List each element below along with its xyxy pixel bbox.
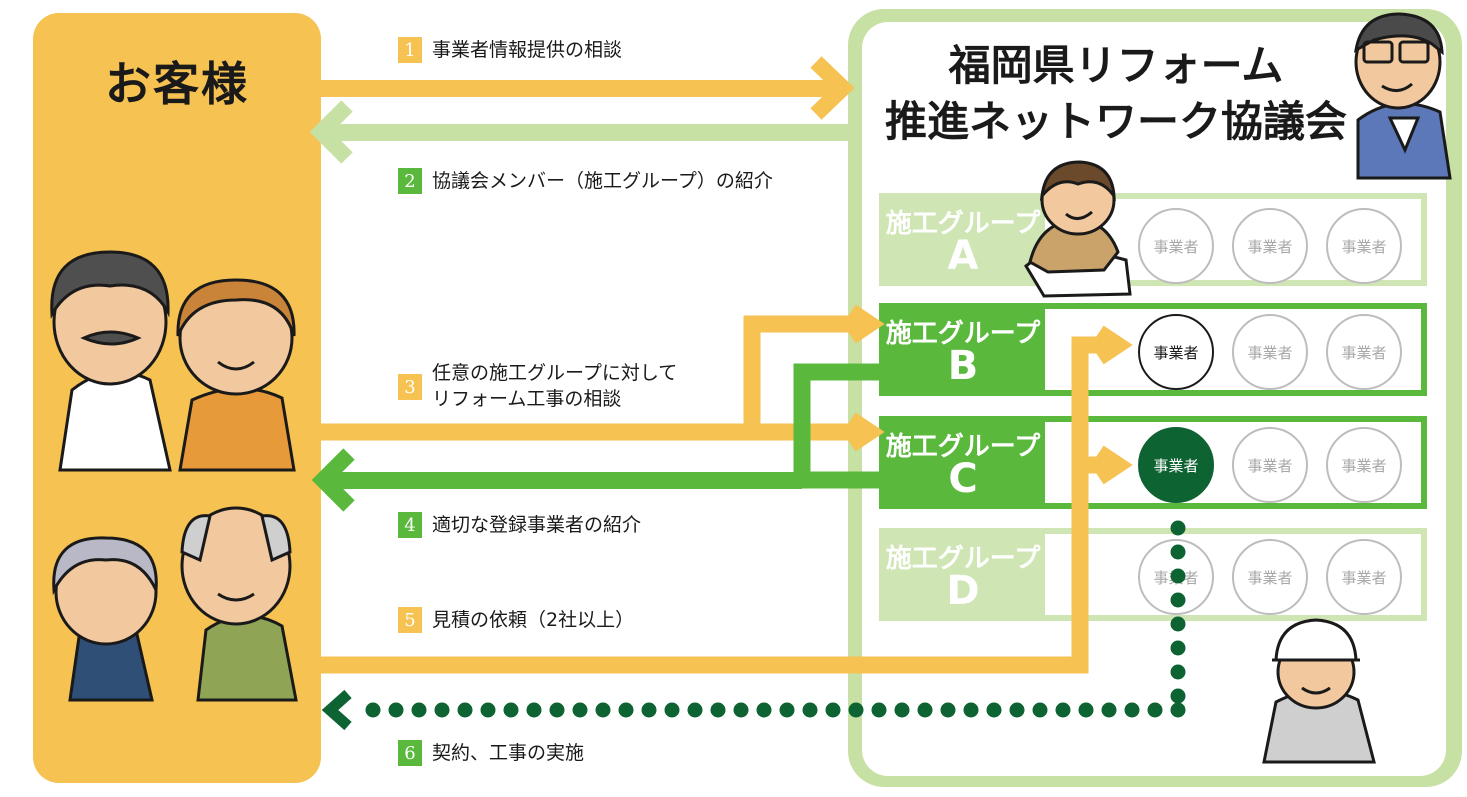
step-3-text: 任意の施工グループに対して リフォーム工事の相談 <box>432 360 677 412</box>
group-a-label: 施工グループ <box>885 209 1041 239</box>
group-a-letter: A <box>947 233 979 279</box>
step-3: 3 任意の施工グループに対して リフォーム工事の相談 <box>398 360 677 412</box>
step-3-text-line1: 任意の施工グループに対して <box>432 362 678 384</box>
step-5: 5 見積の依頼（2社以上） <box>398 607 634 633</box>
group-d-label: 施工グループ <box>885 544 1041 574</box>
arrow-5-estimate <box>321 325 1133 674</box>
arrow-3-consult-groups <box>321 304 885 452</box>
step-1: 1 事業者情報提供の相談 <box>398 37 622 63</box>
council-title-line2: 推進ネットワーク協議会 <box>884 97 1347 146</box>
arrow-4-introduce-member <box>311 363 879 512</box>
group-d-member-2: 事業者 <box>1232 539 1308 615</box>
group-c-member-2: 事業者 <box>1232 427 1308 503</box>
group-d-member-3: 事業者 <box>1326 539 1402 615</box>
group-c-label: 施工グループ <box>885 432 1041 462</box>
group-b-member-3: 事業者 <box>1326 314 1402 390</box>
manager-illustration <box>1354 12 1452 180</box>
step-6-text: 契約、工事の実施 <box>432 742 585 764</box>
step-3-badge: 3 <box>398 374 422 400</box>
group-b-letter: B <box>947 343 979 389</box>
step-3-text-line2: リフォーム工事の相談 <box>432 388 622 410</box>
council-title: 福岡県リフォーム 推進ネットワーク協議会 <box>866 38 1366 150</box>
step-5-badge: 5 <box>398 607 422 633</box>
writer-illustration <box>1024 160 1132 298</box>
step-4-text: 適切な登録事業者の紹介 <box>432 514 642 536</box>
step-4: 4 適切な登録事業者の紹介 <box>398 512 641 538</box>
arrow-6-contract <box>321 520 1186 731</box>
elderly-couple-illustration <box>52 506 298 702</box>
step-2-badge: 2 <box>398 168 422 194</box>
group-c-member-1: 事業者 <box>1138 427 1214 503</box>
group-c-letter: C <box>948 456 978 502</box>
group-a-member-1: 事業者 <box>1138 208 1214 284</box>
step-6: 6 契約、工事の実施 <box>398 740 584 766</box>
group-d-letter: D <box>946 568 980 614</box>
customer-title: お客様 <box>105 57 249 111</box>
step-2: 2 協議会メンバー（施工グループ）の紹介 <box>398 168 773 194</box>
step-1-text: 事業者情報提供の相談 <box>432 39 623 61</box>
council-title-line1: 福岡県リフォーム <box>948 41 1284 90</box>
couple-illustration <box>50 250 296 472</box>
step-4-badge: 4 <box>398 512 422 538</box>
group-a-member-2: 事業者 <box>1232 208 1308 284</box>
arrow-2-introduce <box>309 100 848 164</box>
group-b-label: 施工グループ <box>885 319 1041 349</box>
step-2-text: 協議会メンバー（施工グループ）の紹介 <box>432 170 773 192</box>
group-b-member-1: 事業者 <box>1138 314 1214 390</box>
arrow-1-consult <box>321 56 855 120</box>
step-1-badge: 1 <box>398 37 422 63</box>
group-c-member-3: 事業者 <box>1326 427 1402 503</box>
step-6-badge: 6 <box>398 740 422 766</box>
worker-illustration <box>1262 618 1376 764</box>
group-b-member-2: 事業者 <box>1232 314 1308 390</box>
group-a-member-3: 事業者 <box>1326 208 1402 284</box>
step-5-text: 見積の依頼（2社以上） <box>432 609 635 631</box>
